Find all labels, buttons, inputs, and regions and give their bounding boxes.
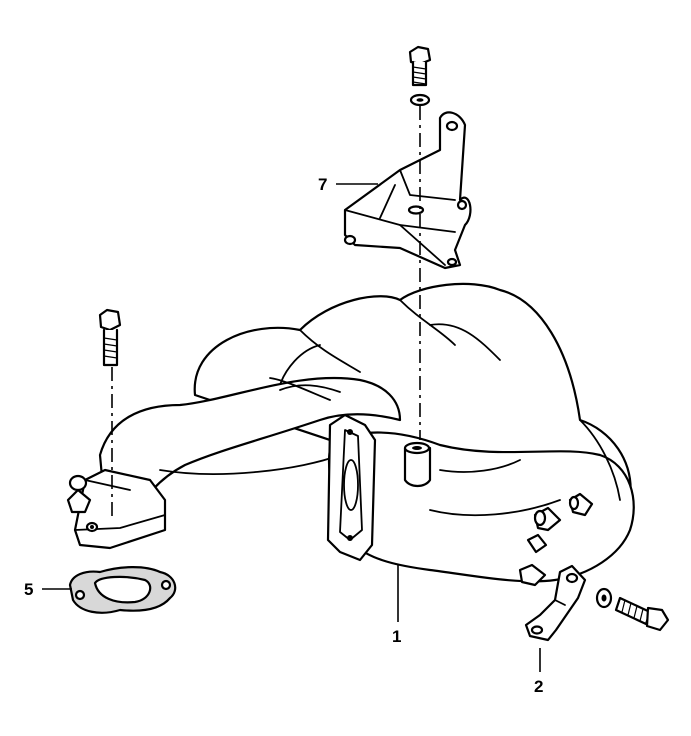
support-bracket	[343, 111, 472, 270]
callout-1: 1	[392, 627, 401, 646]
gasket	[68, 566, 177, 614]
intake-manifold	[66, 282, 635, 587]
bracket-washer	[409, 93, 431, 107]
bracket-bolt-2	[614, 596, 670, 632]
bracket-bolt	[408, 45, 432, 87]
callout-2: 2	[534, 677, 543, 696]
callout-7: 7	[318, 175, 327, 194]
bracket-washer-2	[595, 587, 613, 609]
small-bracket	[524, 564, 587, 642]
callout-5: 5	[24, 580, 33, 599]
flange-bolt	[98, 308, 122, 367]
